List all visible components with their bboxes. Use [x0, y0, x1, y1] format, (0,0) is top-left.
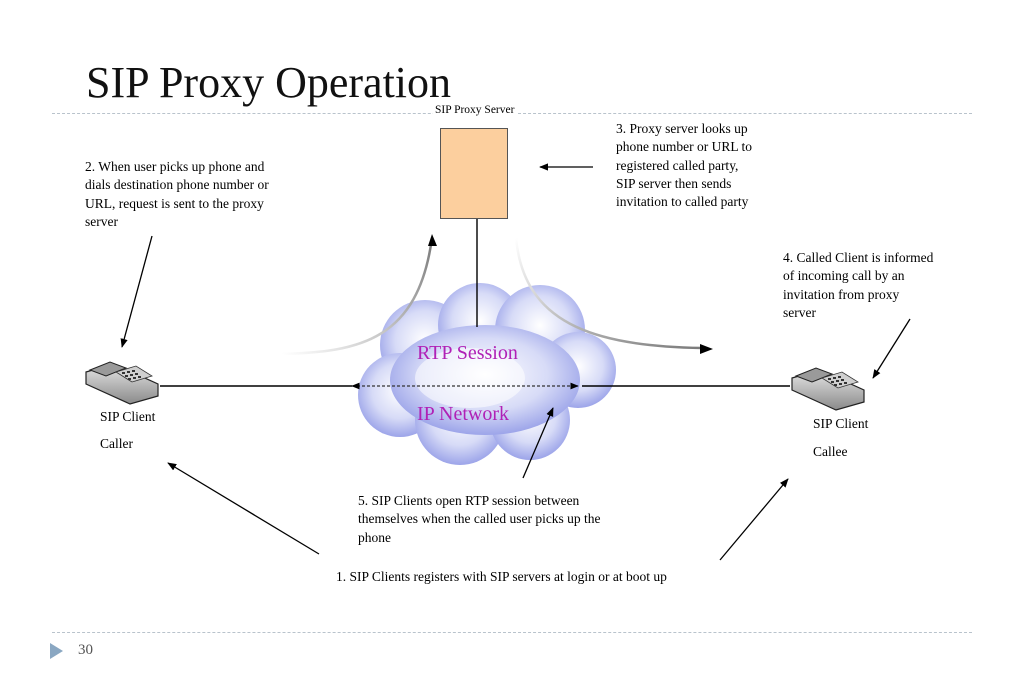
step4-arrow [872, 318, 911, 379]
caller-label-line2: Caller [100, 436, 133, 451]
step1-arrow-caller [167, 462, 320, 555]
callee-phone-icon [791, 367, 865, 411]
step2-note: 2. When user picks up phone and dials de… [85, 159, 269, 229]
proxy-server-label: SIP Proxy Server [433, 103, 517, 117]
invite-to-callee-curve [514, 237, 703, 350]
invite-to-callee-arrowhead [700, 344, 713, 354]
invite-to-proxy-curve [281, 237, 434, 356]
step3-note: 3. Proxy server looks up phone number or… [616, 121, 752, 210]
ip-network-label: IP Network [417, 403, 510, 425]
rtp-session-label: RTP Session [417, 342, 518, 364]
caller-phone-icon [85, 361, 159, 405]
invite-to-proxy-arrowhead [428, 234, 437, 246]
slide-title: SIP Proxy Operation [86, 58, 452, 107]
callee-label-line2: Callee [813, 444, 848, 459]
step5-note: 5. SIP Clients open RTP session between … [358, 493, 601, 545]
step1-note: 1. SIP Clients registers with SIP server… [336, 569, 667, 584]
step4-note: 4. Called Client is informed of incoming… [783, 250, 934, 320]
step2-arrow [120, 235, 153, 348]
footer-divider [52, 632, 972, 633]
sip-proxy-server-box [440, 128, 508, 219]
footer-bullet-icon [50, 643, 63, 659]
step1-arrow-callee [719, 478, 789, 561]
step5-arrow [522, 407, 554, 479]
callee-label-line1: SIP Client [813, 416, 869, 431]
caller-label-line1: SIP Client [100, 409, 156, 424]
ip-network-cloud [358, 283, 616, 465]
page-number: 30 [78, 642, 93, 658]
